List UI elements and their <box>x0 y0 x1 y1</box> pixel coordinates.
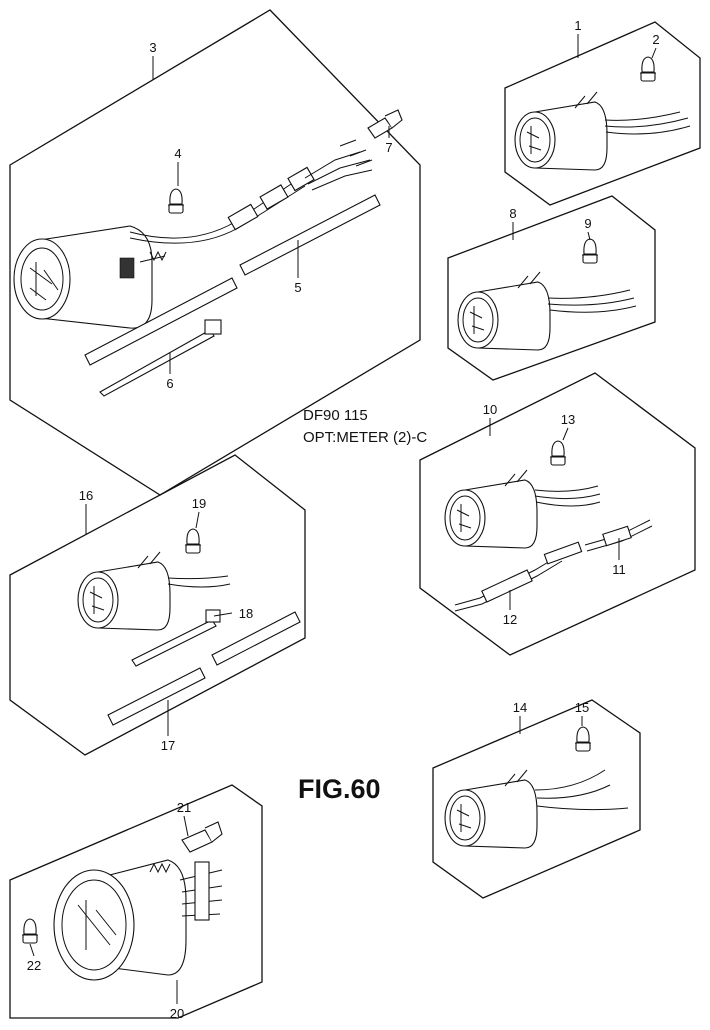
wire-14 <box>534 769 629 811</box>
panel-10-outline <box>419 372 696 656</box>
cable-tie-6 <box>99 319 222 397</box>
callout-20: 20 <box>170 1006 184 1021</box>
panel-14-outline <box>432 699 641 899</box>
callout-5: 5 <box>294 280 301 295</box>
bulb-4 <box>167 188 185 214</box>
bulb-2 <box>639 56 657 82</box>
meter-gauge-14 <box>444 769 538 849</box>
callout-labels: 3 1 2 4 7 5 6 8 9 10 13 11 12 14 15 16 1… <box>27 18 660 1021</box>
panel-8-outline <box>447 195 656 381</box>
panel-1-outline <box>504 21 701 206</box>
figure-label: FIG.60 <box>298 774 381 804</box>
wire-16 <box>167 575 231 588</box>
socket-7 <box>367 109 403 139</box>
meter-gauge-20 <box>53 859 223 981</box>
bulb-15 <box>574 726 592 752</box>
callout-7: 7 <box>385 140 392 155</box>
wire-harness-3 <box>129 139 373 244</box>
panel-20-outline <box>9 784 263 1019</box>
wire-8 <box>547 289 637 313</box>
panel-16-outline <box>9 454 306 756</box>
model-caption: DF90 115 <box>303 407 368 424</box>
callout-10: 10 <box>483 402 497 417</box>
callout-1: 1 <box>574 18 581 33</box>
callout-22: 22 <box>27 958 41 973</box>
callout-9: 9 <box>584 216 591 231</box>
bulb-9 <box>581 238 599 264</box>
callout-12: 12 <box>503 612 517 627</box>
meter-gauge-10 <box>444 469 538 549</box>
bulb-13 <box>549 440 567 466</box>
callout-17: 17 <box>161 738 175 753</box>
meter-gauge-16 <box>77 551 171 631</box>
callout-21: 21 <box>177 800 191 815</box>
callout-13: 13 <box>561 412 575 427</box>
callout-19: 19 <box>192 496 206 511</box>
socket-21 <box>181 821 223 853</box>
harness-11 <box>584 519 653 552</box>
callout-11: 11 <box>612 562 626 577</box>
callout-15: 15 <box>575 700 589 715</box>
meter-gauge-large <box>13 225 167 329</box>
callout-2: 2 <box>652 32 659 47</box>
meter-gauge-8 <box>457 271 551 351</box>
callout-16: 16 <box>79 488 93 503</box>
bulb-22 <box>21 918 39 944</box>
panel-3-outline <box>9 9 421 496</box>
meter-gauge-1 <box>514 91 608 171</box>
cable-tie-18 <box>131 609 221 667</box>
callout-6: 6 <box>166 376 173 391</box>
bulb-19 <box>184 528 202 554</box>
callout-14: 14 <box>513 700 527 715</box>
title-caption: OPT:METER (2)-C <box>303 429 427 446</box>
callout-18: 18 <box>239 606 253 621</box>
callout-8: 8 <box>509 206 516 221</box>
tube-5 <box>84 194 381 366</box>
tube-17 <box>107 611 301 726</box>
harness-12 <box>454 541 583 612</box>
callout-4: 4 <box>174 146 181 161</box>
callout-3: 3 <box>149 40 156 55</box>
wire-10 <box>534 485 601 507</box>
wire-1 <box>604 111 691 135</box>
leader-lines <box>29 34 657 1004</box>
